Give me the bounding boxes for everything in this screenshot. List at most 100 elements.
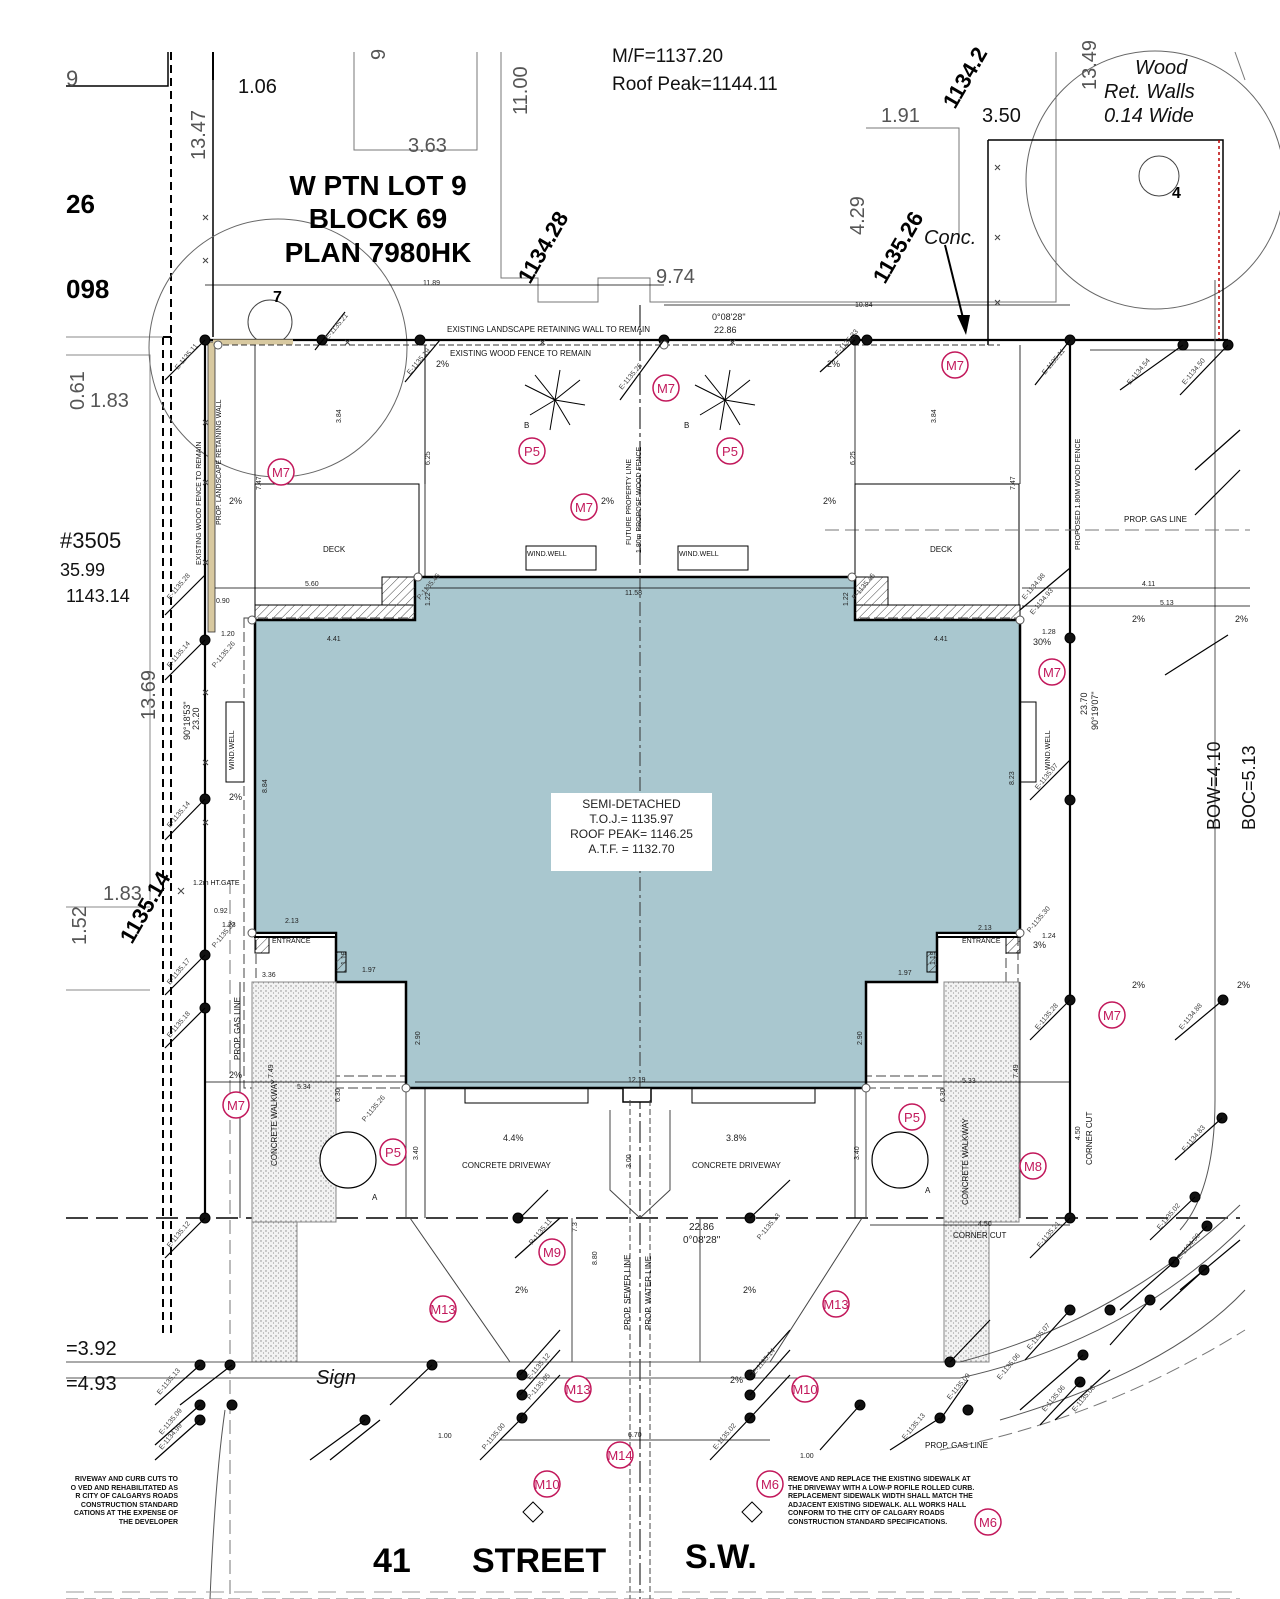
gas-lines xyxy=(229,529,1250,1599)
marker-m13: M13 xyxy=(564,1375,592,1403)
svg-text:2%: 2% xyxy=(827,359,840,369)
svg-text:M7: M7 xyxy=(272,465,290,480)
svg-text:M9: M9 xyxy=(543,1245,561,1260)
concrete-walkway-left xyxy=(251,981,337,1223)
dimension-values: 11.89 10.84 0°08'28" 22.86 11.58 12.19 5… xyxy=(182,280,1174,1460)
elevation-point-label: E-1135.02 xyxy=(712,1422,738,1451)
marker-m6: M6 xyxy=(756,1470,784,1498)
svg-text:PROP. WATER LINE: PROP. WATER LINE xyxy=(644,1256,653,1330)
svg-text:3%: 3% xyxy=(1033,940,1046,950)
svg-text:2%: 2% xyxy=(601,496,614,506)
tree-a-left xyxy=(319,1131,377,1189)
svg-text:11.58: 11.58 xyxy=(625,590,642,597)
svg-text:2%: 2% xyxy=(436,359,449,369)
svg-text:P5: P5 xyxy=(722,444,738,459)
svg-text:CORNER CUT: CORNER CUT xyxy=(1085,1112,1094,1165)
svg-text:12.19: 12.19 xyxy=(628,1077,646,1084)
elevation-point-label: E-1135.21 xyxy=(324,312,350,341)
svg-text:M7: M7 xyxy=(227,1098,245,1113)
svg-text:6.30: 6.30 xyxy=(335,1088,342,1102)
svg-text:PROP. GAS LINE: PROP. GAS LINE xyxy=(233,997,242,1060)
svg-text:3.8%: 3.8% xyxy=(726,1133,747,1143)
svg-text:PROP. SEWER LINE: PROP. SEWER LINE xyxy=(623,1255,632,1330)
elevation-point-label: E-1135.08 xyxy=(1071,1384,1097,1413)
elevation-point-label: P-1135.13 xyxy=(756,1212,782,1241)
svg-text:B: B xyxy=(524,421,529,430)
bow-label: BOW=4.10 xyxy=(1204,741,1224,830)
svg-text:1.97: 1.97 xyxy=(362,967,376,974)
elevation-point-label: E-1134.54 xyxy=(1126,357,1152,386)
left-neighbour-lines xyxy=(66,52,214,991)
svg-text:Ret. Walls: Ret. Walls xyxy=(1104,81,1195,103)
svg-text:90°19'07": 90°19'07" xyxy=(1090,691,1100,730)
svg-text:PLAN 7980HK: PLAN 7980HK xyxy=(285,237,472,268)
elevation-point-label: P-1135.30 xyxy=(1026,905,1052,934)
svg-text:7.49: 7.49 xyxy=(268,1064,275,1078)
svg-text:7: 7 xyxy=(273,289,282,306)
tree-a-right xyxy=(871,1131,929,1189)
elevation-point-label: E-1135.19 xyxy=(406,347,432,376)
svg-text:1.23: 1.23 xyxy=(222,922,236,929)
elevation-point-label: E-1134.83 xyxy=(1181,1124,1207,1153)
svg-text:90°18'53": 90°18'53" xyxy=(182,701,192,740)
svg-text:0.90: 0.90 xyxy=(216,598,230,605)
svg-text:0°08'28": 0°08'28" xyxy=(683,1235,721,1246)
svg-text:7.47: 7.47 xyxy=(1010,476,1017,490)
svg-text:3.00: 3.00 xyxy=(626,1154,633,1168)
svg-text:5.60: 5.60 xyxy=(305,581,319,588)
marker-m10: M10 xyxy=(533,1470,561,1498)
svg-text:9: 9 xyxy=(66,66,78,91)
svg-text:2.13: 2.13 xyxy=(978,925,992,932)
marker-m7: M7 xyxy=(570,493,598,521)
svg-text:PROP. LANDSCAPE RETAINING WALL: PROP. LANDSCAPE RETAINING WALL xyxy=(216,399,223,525)
elevation-point-label: E-1135.07 xyxy=(1026,1322,1052,1351)
marker-p5: P5 xyxy=(518,437,546,465)
svg-text:7.3: 7.3 xyxy=(572,1222,579,1232)
svg-text:3.50: 3.50 xyxy=(982,105,1021,127)
marker-m8: M8 xyxy=(1019,1152,1047,1180)
marker-m6: M6 xyxy=(974,1508,1002,1536)
svg-text:M6: M6 xyxy=(979,1515,997,1530)
svg-text:1.19: 1.19 xyxy=(341,951,348,965)
marker-m7: M7 xyxy=(222,1091,250,1119)
svg-text:11.00: 11.00 xyxy=(510,66,532,115)
svg-text:1135.26: 1135.26 xyxy=(868,207,929,287)
svg-text:2%: 2% xyxy=(229,792,242,802)
svg-text:2%: 2% xyxy=(229,496,242,506)
svg-text:PROP. GAS LINE: PROP. GAS LINE xyxy=(1124,515,1187,524)
house-name: SEMI-DETACHED xyxy=(582,797,681,811)
svg-text:1.28: 1.28 xyxy=(1042,629,1056,636)
marker-m7: M7 xyxy=(1038,658,1066,686)
svg-text:1.19: 1.19 xyxy=(930,951,937,965)
elevation-point-label: E-1134.50 xyxy=(1181,357,1207,386)
marker-m13: M13 xyxy=(429,1295,457,1323)
svg-text:3.36: 3.36 xyxy=(262,972,276,979)
svg-text:3.63: 3.63 xyxy=(408,135,447,157)
dimension-lines xyxy=(205,284,1250,1441)
svg-text:1.2m HT.GATE: 1.2m HT.GATE xyxy=(193,880,240,887)
svg-text:EXISTING WOOD FENCE TO REMAIN: EXISTING WOOD FENCE TO REMAIN xyxy=(450,349,591,358)
marker-m9: M9 xyxy=(538,1238,566,1266)
svg-text:3.84: 3.84 xyxy=(931,409,938,423)
concrete-walkway-right xyxy=(943,981,1020,1223)
svg-text:30%: 30% xyxy=(1033,637,1051,647)
neighbour-linework xyxy=(353,51,1246,303)
svg-text:4: 4 xyxy=(1172,185,1181,202)
svg-text:M8: M8 xyxy=(1024,1159,1042,1174)
svg-text:EXISTING LANDSCAPE RETAINING W: EXISTING LANDSCAPE RETAINING WALL TO REM… xyxy=(447,325,650,334)
svg-text:M7: M7 xyxy=(1043,665,1061,680)
svg-text:=3.92: =3.92 xyxy=(66,1338,117,1360)
elevation-point-label: E-1135.06 xyxy=(996,1352,1022,1381)
svg-text:2%: 2% xyxy=(743,1285,756,1295)
marker-p5: P5 xyxy=(898,1103,926,1131)
svg-text:2%: 2% xyxy=(229,1070,242,1080)
svg-text:=4.93: =4.93 xyxy=(66,1373,117,1395)
svg-text:9.74: 9.74 xyxy=(656,266,695,288)
mf-label: M/F=1137.20 xyxy=(612,46,723,67)
svg-text:2.90: 2.90 xyxy=(857,1031,864,1045)
svg-text:EXISTING WOOD FENCE TO REMAIN: EXISTING WOOD FENCE TO REMAIN xyxy=(196,442,203,565)
svg-text:WIND.WELL: WIND.WELL xyxy=(229,730,236,770)
svg-text:23.20: 23.20 xyxy=(191,707,201,730)
svg-text:4.11: 4.11 xyxy=(1142,581,1155,588)
marker-m7: M7 xyxy=(652,374,680,402)
